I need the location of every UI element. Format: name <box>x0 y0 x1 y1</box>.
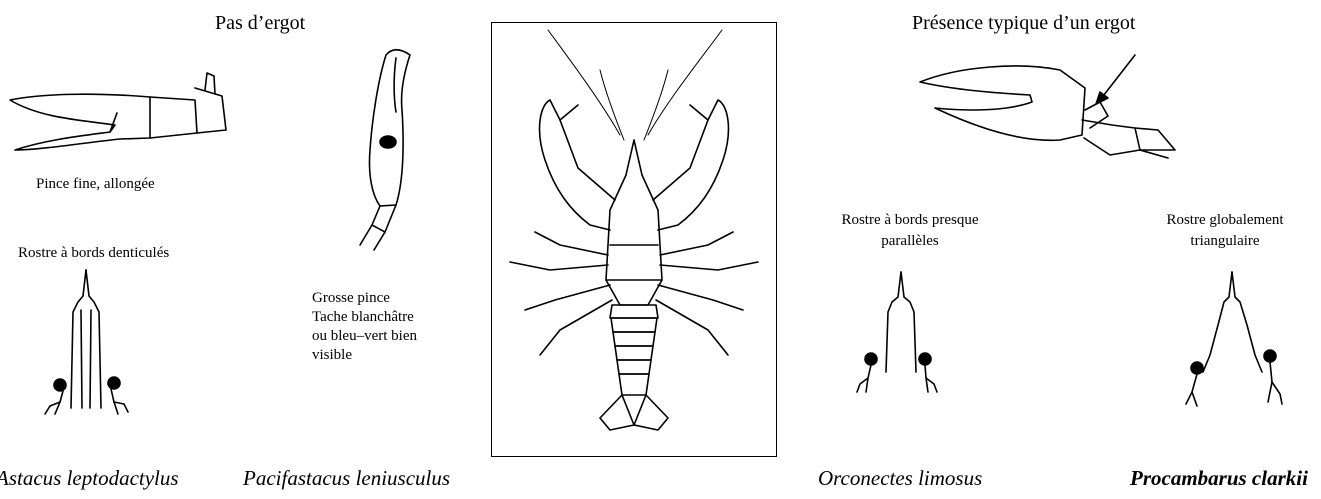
pacifastacus-claw-drawing <box>360 50 410 250</box>
spur-claw-drawing <box>920 66 1175 158</box>
procambarus-rostrum-drawing <box>1186 272 1282 406</box>
astacus-rostrum-drawing <box>45 270 128 414</box>
orconectes-rostrum-drawing <box>857 272 937 392</box>
astacus-claw-drawing <box>10 73 226 150</box>
crayfish-body-drawing <box>510 30 758 430</box>
spur-arrow <box>1096 55 1135 104</box>
